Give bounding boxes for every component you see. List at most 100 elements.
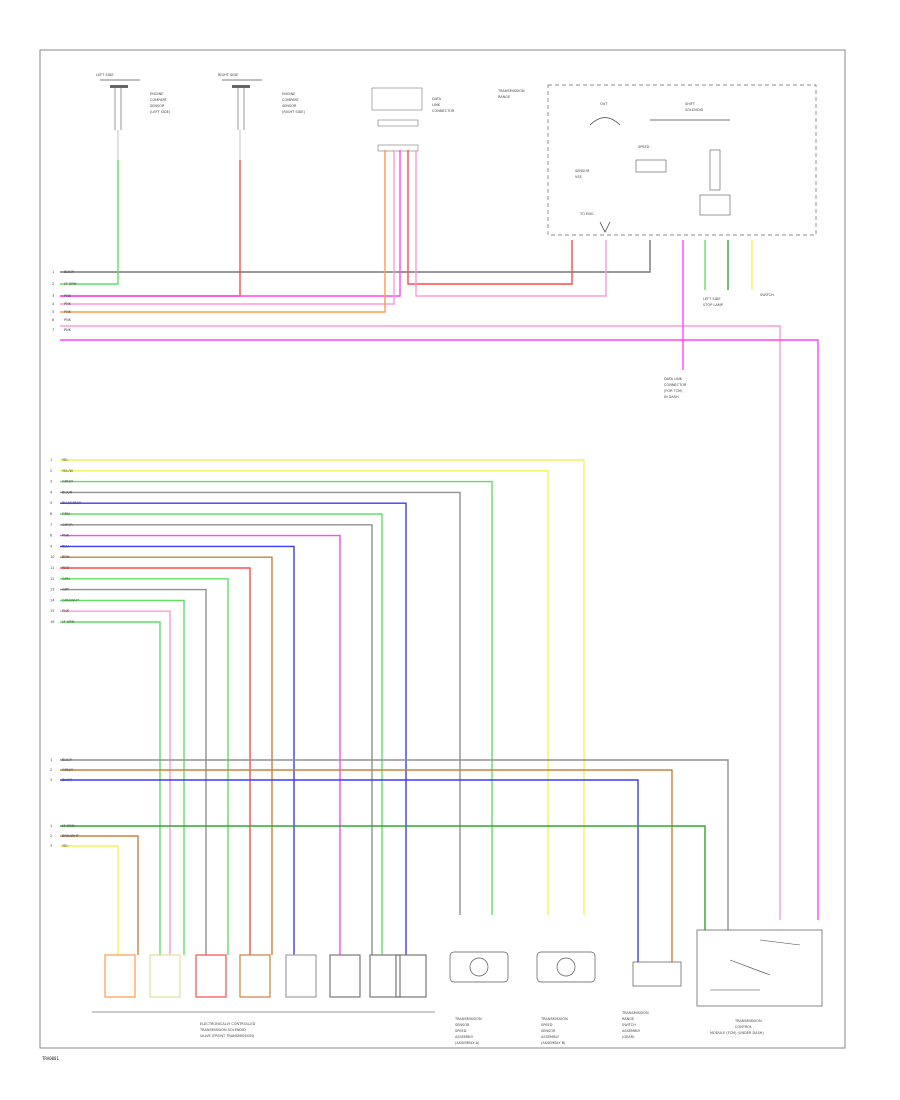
speed-sensor-b: TRANSMISSION SPEED SENSOR ASSEMBLY (ASSE…: [536, 951, 596, 1045]
svg-text:COMPART.: COMPART.: [150, 98, 168, 102]
svg-text:ASSEMBLY: ASSEMBLY: [455, 1035, 474, 1039]
svg-text:SENSOR: SENSOR: [282, 104, 297, 108]
bus-low2-label: YEL: [62, 844, 68, 848]
bus-mid-pin: 16: [50, 620, 54, 624]
svg-text:ENGINE: ENGINE: [282, 92, 295, 96]
solenoid-7: [369, 954, 401, 998]
wire-top-pink: [60, 150, 395, 305]
wire-low-1: [60, 759, 729, 930]
svg-text:(FOR TCM): (FOR TCM): [664, 389, 683, 393]
bus-mid-label: RED: [62, 566, 70, 570]
svg-text:TRANSMISSION: TRANSMISSION: [454, 1017, 482, 1021]
solenoid-2: [149, 954, 181, 998]
bus-mid-pin: 15: [50, 609, 54, 613]
wire-mid-11: [60, 567, 251, 955]
bus-low2-label: BRN/WHT: [62, 834, 80, 838]
bus-mid-pin: 1: [50, 458, 52, 462]
bus-top-label: LT GRN: [64, 282, 77, 286]
svg-text:(ASSEMBLY A): (ASSEMBLY A): [455, 1041, 480, 1045]
wire-mid-6: [60, 513, 383, 955]
bus-mid-label: BLK/R: [62, 490, 73, 494]
svg-text:TRANSMISSION: TRANSMISSION: [621, 1011, 649, 1015]
solenoid-5: [285, 954, 317, 998]
wire-mid-14: [60, 599, 185, 955]
diagram-frame: [39, 49, 846, 1049]
wire-top-orange: [60, 150, 386, 313]
wires: [60, 130, 819, 998]
svg-text:DATA LINK: DATA LINK: [664, 377, 683, 381]
bus-mid-label: BLU: [62, 544, 69, 548]
rh-sensor: RIGHT SIDE ENGINE COMPART. SENSOR (RIGHT…: [218, 73, 306, 130]
wire-mid-4: [60, 491, 461, 915]
bus-mid-pin: 4: [50, 490, 53, 494]
wire-top-gray: [60, 240, 651, 273]
wire-mid-13: [60, 588, 207, 955]
bus-top-pin: 3: [52, 294, 54, 298]
bus-top-label: BLK/Y: [64, 270, 75, 274]
svg-text:SHIFT: SHIFT: [685, 102, 696, 106]
bus-mid-pin: 14: [50, 598, 55, 602]
svg-text:CONNECTOR: CONNECTOR: [432, 109, 455, 113]
bus-mid-pin: 13: [50, 588, 54, 592]
bus-mid-label: PNK: [62, 609, 70, 613]
wire-top-green: [60, 160, 119, 285]
bus-low-label: GRN/Y: [62, 768, 74, 772]
bus-top-pin: 4: [52, 302, 55, 306]
bus-top-label: PNK: [64, 328, 72, 332]
lh-sensor-title: LEFT SIDE: [96, 73, 114, 77]
svg-text:SENSOR: SENSOR: [150, 104, 165, 108]
wire-mid-12: [60, 578, 229, 955]
bus-low-pin: 2: [50, 768, 52, 772]
svg-text:TO ENG: TO ENG: [579, 212, 594, 216]
solenoid-3: [195, 954, 227, 998]
bus-mid-label: GRN/Y: [62, 480, 74, 484]
wire-mid-2: [60, 470, 549, 915]
bus-top-pin: 2: [52, 282, 54, 286]
wire-mid-7: [60, 524, 373, 955]
bus-mid-pin: 2: [50, 469, 52, 473]
bus-top-label: PNK: [64, 302, 72, 306]
bus-mid-label: PNK: [62, 534, 70, 538]
wire-top-pink-long: [60, 325, 781, 920]
wire-mid-8: [60, 534, 341, 955]
bus-top-pin: 6: [52, 318, 54, 322]
wire-top-red2: [407, 150, 573, 285]
bus-top-label: PNK: [64, 294, 72, 298]
data-link-connector: DATA LINK CONNECTOR: [371, 87, 455, 152]
bus-low2-pin: 1: [50, 824, 52, 828]
wire-mid-9: [60, 545, 295, 955]
svg-text:ASSEMBLY: ASSEMBLY: [622, 1029, 641, 1033]
bus-mid-label: GRN: [62, 512, 70, 516]
wire-top-red: [60, 160, 241, 297]
solenoid-pack: ELECTRONICALLY CONTROLLED TRANSMISSION S…: [92, 1011, 435, 1038]
solenoid-6: [329, 954, 361, 998]
svg-text:LINK: LINK: [432, 103, 441, 107]
diagram-id: TRA0001: [42, 1056, 59, 1061]
bus-mid-label: GRY/R: [62, 523, 73, 527]
wire-low2-1: [60, 825, 706, 930]
wire-low-3: [60, 779, 639, 962]
svg-text:TRANSMISSION: TRANSMISSION: [734, 1019, 762, 1023]
transmission-range-module: TRANSMISSION RANGE OUT SHIFT SOLENOID SP…: [497, 84, 817, 236]
svg-text:SPEED: SPEED: [541, 1023, 553, 1027]
svg-text:SOLENOID: SOLENOID: [685, 108, 704, 112]
stop-lamp-switch-callout: LEFT SIDE STOP LAMP SWITCH DATA LINK CON…: [664, 293, 774, 399]
svg-text:SWITCH: SWITCH: [622, 1023, 636, 1027]
bus-top-label: PNK: [64, 318, 72, 322]
svg-text:COMPART.: COMPART.: [282, 98, 300, 102]
svg-text:(ASSEMBLY B): (ASSEMBLY B): [541, 1041, 566, 1045]
solenoid-8: [395, 954, 427, 998]
bus-mid-label: GRN: [62, 577, 70, 581]
svg-text:LEFT SIDE: LEFT SIDE: [703, 297, 721, 301]
svg-text:CONTROL: CONTROL: [735, 1025, 752, 1029]
svg-text:SPEED: SPEED: [455, 1029, 467, 1033]
bus-mid-label: BLU/GRN/Y: [62, 501, 82, 505]
bus-low2-pin: 3: [50, 844, 52, 848]
svg-text:CONNECTOR: CONNECTOR: [664, 383, 687, 387]
svg-text:SENSOR: SENSOR: [541, 1029, 556, 1033]
bus-top-label: PNK: [64, 310, 72, 314]
solenoid-4: [239, 954, 271, 998]
svg-text:SENSOR: SENSOR: [575, 169, 590, 173]
